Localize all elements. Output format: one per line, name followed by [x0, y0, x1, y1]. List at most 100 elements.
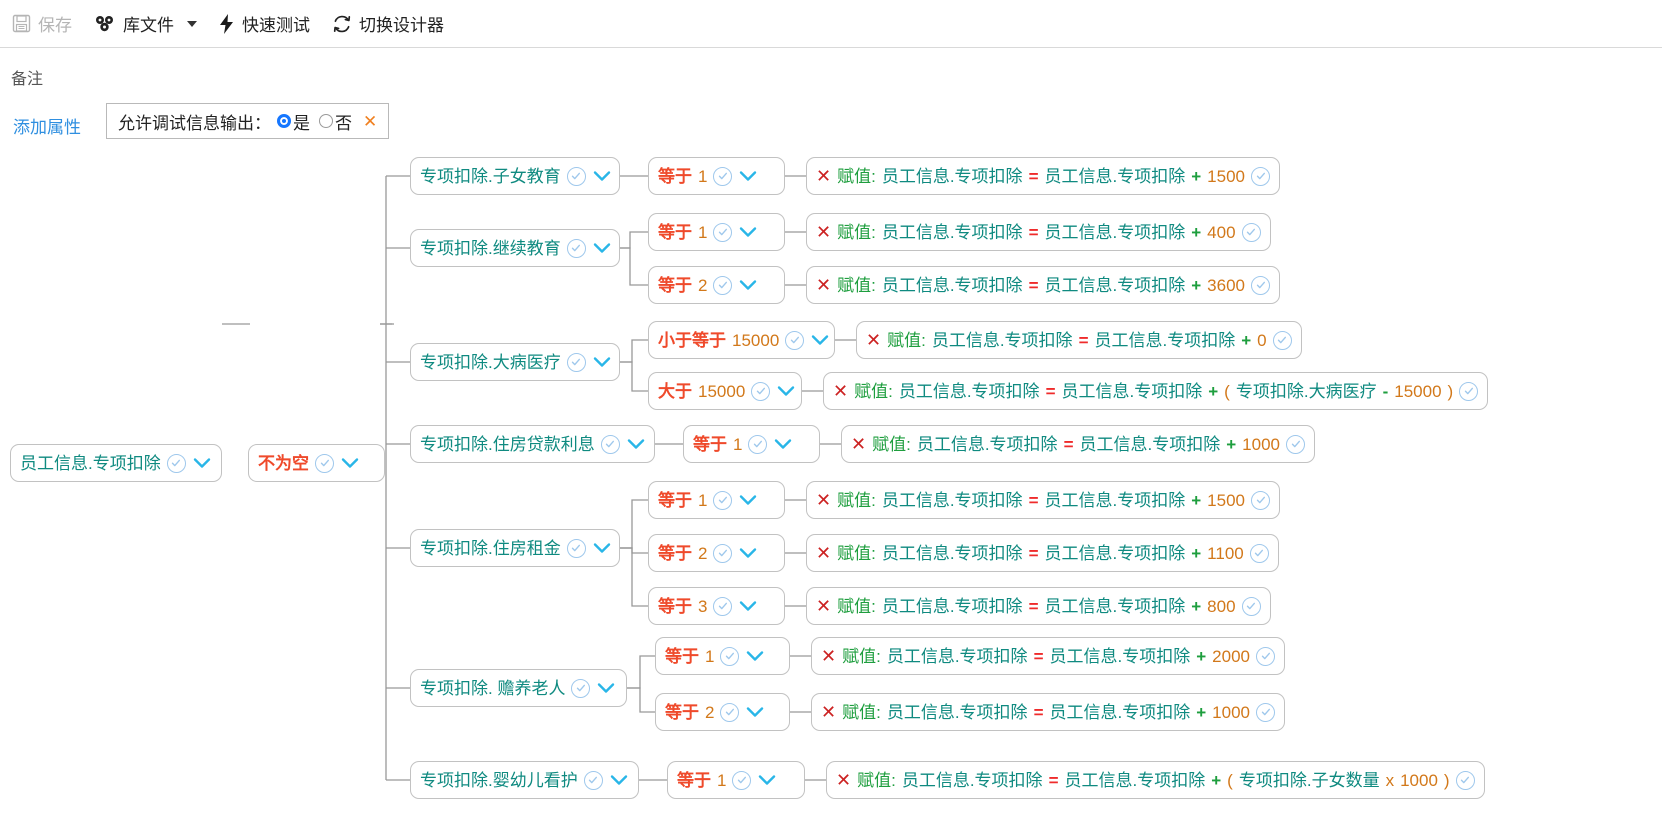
- check-circle-icon[interactable]: [1459, 381, 1479, 401]
- check-circle-icon[interactable]: [1256, 646, 1275, 666]
- chevron-down-icon[interactable]: [776, 381, 796, 401]
- check-circle-icon[interactable]: [1251, 275, 1270, 295]
- tree-node-field-0[interactable]: 专项扣除.子女教育: [410, 157, 620, 195]
- chevron-down-icon[interactable]: [592, 538, 612, 558]
- tree-node-root[interactable]: 员工信息.专项扣除: [10, 444, 222, 482]
- tree-node-action-2-1[interactable]: ✕ 赋值: 员工信息.专项扣除 = 员工信息.专项扣除 + ( 专项扣除.大病医…: [823, 372, 1489, 410]
- tree-node-field-2[interactable]: 专项扣除.大病医疗: [410, 343, 620, 381]
- tree-node-rule-1-0[interactable]: 等于 1: [648, 213, 785, 251]
- remove-property-icon[interactable]: ✕: [363, 111, 378, 131]
- check-circle-icon[interactable]: [1272, 330, 1292, 350]
- check-circle-icon[interactable]: [315, 453, 334, 473]
- check-circle-icon[interactable]: [571, 678, 591, 698]
- check-circle-icon[interactable]: [1256, 702, 1275, 722]
- debug-output-option-yes[interactable]: 是: [277, 109, 310, 134]
- check-circle-icon[interactable]: [566, 538, 586, 558]
- save-button[interactable]: 保存: [12, 11, 72, 36]
- check-circle-icon[interactable]: [748, 434, 768, 454]
- tree-node-rule-6-0[interactable]: 等于 1: [667, 761, 805, 799]
- tree-node-field-1[interactable]: 专项扣除.继续教育: [410, 229, 620, 267]
- chevron-down-icon[interactable]: [745, 646, 765, 666]
- add-property-link[interactable]: 添加属性: [13, 118, 81, 137]
- check-circle-icon[interactable]: [583, 770, 603, 790]
- tree-node-action-0-0[interactable]: ✕ 赋值: 员工信息.专项扣除 = 员工信息.专项扣除 + 1500: [806, 157, 1280, 195]
- library-file-button[interactable]: 库文件: [94, 11, 197, 36]
- chevron-down-icon[interactable]: [592, 352, 612, 372]
- check-circle-icon[interactable]: [713, 222, 733, 242]
- check-circle-icon[interactable]: [166, 453, 186, 473]
- tree-node-field-5[interactable]: 专项扣除. 赡养老人: [410, 669, 627, 707]
- delete-icon[interactable]: ✕: [816, 275, 832, 295]
- tree-node-rule-5-1[interactable]: 等于 2: [655, 693, 790, 731]
- debug-output-option-no[interactable]: 否: [319, 109, 352, 134]
- radio-yes-icon[interactable]: [277, 114, 291, 128]
- tree-node-rule-5-0[interactable]: 等于 1: [655, 637, 790, 675]
- tree-node-action-1-0[interactable]: ✕ 赋值: 员工信息.专项扣除 = 员工信息.专项扣除 + 400: [806, 213, 1271, 251]
- check-circle-icon[interactable]: [713, 543, 733, 563]
- check-circle-icon[interactable]: [1251, 166, 1270, 186]
- chevron-down-icon[interactable]: [738, 543, 758, 563]
- check-circle-icon[interactable]: [720, 646, 740, 666]
- switch-designer-button[interactable]: 切换设计器: [332, 11, 444, 36]
- check-circle-icon[interactable]: [713, 490, 733, 510]
- tree-node-rule-4-0[interactable]: 等于 1: [648, 481, 785, 519]
- chevron-down-icon[interactable]: [738, 596, 758, 616]
- chevron-down-icon[interactable]: [745, 702, 765, 722]
- tree-node-rule-1-1[interactable]: 等于 2: [648, 266, 785, 304]
- tree-node-action-3-0[interactable]: ✕ 赋值: 员工信息.专项扣除 = 员工信息.专项扣除 + 1000: [841, 425, 1315, 463]
- chevron-down-icon[interactable]: [738, 222, 758, 242]
- check-circle-icon[interactable]: [1241, 596, 1261, 616]
- chevron-down-icon[interactable]: [626, 434, 646, 454]
- tree-node-action-5-1[interactable]: ✕ 赋值: 员工信息.专项扣除 = 员工信息.专项扣除 + 1000: [811, 693, 1285, 731]
- check-circle-icon[interactable]: [600, 434, 620, 454]
- tree-node-rule-0-0[interactable]: 等于 1: [648, 157, 785, 195]
- tree-node-action-4-1[interactable]: ✕ 赋值: 员工信息.专项扣除 = 员工信息.专项扣除 + 1100: [806, 534, 1279, 572]
- chevron-down-icon[interactable]: [609, 770, 629, 790]
- chevron-down-icon[interactable]: [592, 238, 612, 258]
- check-circle-icon[interactable]: [732, 770, 752, 790]
- delete-icon[interactable]: ✕: [821, 646, 837, 666]
- delete-icon[interactable]: ✕: [816, 490, 832, 510]
- delete-icon[interactable]: ✕: [866, 330, 882, 350]
- chevron-down-icon[interactable]: [810, 330, 830, 350]
- delete-icon[interactable]: ✕: [833, 381, 849, 401]
- tree-node-action-5-0[interactable]: ✕ 赋值: 员工信息.专项扣除 = 员工信息.专项扣除 + 2000: [811, 637, 1285, 675]
- tree-node-field-3[interactable]: 专项扣除.住房贷款利息: [410, 425, 655, 463]
- check-circle-icon[interactable]: [713, 166, 733, 186]
- tree-node-field-4[interactable]: 专项扣除.住房租金: [410, 529, 620, 567]
- chevron-down-icon[interactable]: [596, 678, 616, 698]
- tree-node-field-6[interactable]: 专项扣除.婴幼儿看护: [410, 761, 639, 799]
- chevron-down-icon[interactable]: [738, 275, 758, 295]
- tree-node-action-4-2[interactable]: ✕ 赋值: 员工信息.专项扣除 = 员工信息.专项扣除 + 800: [806, 587, 1271, 625]
- quick-test-button[interactable]: 快速测试: [219, 11, 310, 36]
- tree-node-rule-4-2[interactable]: 等于 3: [648, 587, 785, 625]
- tree-node-action-4-0[interactable]: ✕ 赋值: 员工信息.专项扣除 = 员工信息.专项扣除 + 1500: [806, 481, 1280, 519]
- tree-node-rule-3-0[interactable]: 等于 1: [683, 425, 820, 463]
- check-circle-icon[interactable]: [713, 275, 733, 295]
- check-circle-icon[interactable]: [713, 596, 733, 616]
- check-circle-icon[interactable]: [1455, 770, 1475, 790]
- check-circle-icon[interactable]: [566, 166, 586, 186]
- chevron-down-icon[interactable]: [757, 770, 777, 790]
- check-circle-icon[interactable]: [566, 238, 586, 258]
- check-circle-icon[interactable]: [785, 330, 805, 350]
- tree-node-action-2-0[interactable]: ✕ 赋值: 员工信息.专项扣除 = 员工信息.专项扣除 + 0: [856, 321, 1302, 359]
- radio-no-icon[interactable]: [319, 114, 333, 128]
- check-circle-icon[interactable]: [1241, 222, 1261, 242]
- chevron-down-icon[interactable]: [187, 20, 197, 27]
- delete-icon[interactable]: ✕: [816, 166, 832, 186]
- check-circle-icon[interactable]: [566, 352, 586, 372]
- tree-node-condition[interactable]: 不为空: [248, 444, 385, 482]
- chevron-down-icon[interactable]: [738, 490, 758, 510]
- delete-icon[interactable]: ✕: [816, 543, 832, 563]
- delete-icon[interactable]: ✕: [816, 596, 832, 616]
- chevron-down-icon[interactable]: [192, 453, 212, 473]
- tree-node-action-6-0[interactable]: ✕ 赋值: 员工信息.专项扣除 = 员工信息.专项扣除 + ( 专项扣除.子女数…: [826, 761, 1485, 799]
- chevron-down-icon[interactable]: [592, 166, 612, 186]
- tree-node-rule-2-1[interactable]: 大于 15000: [648, 372, 802, 410]
- delete-icon[interactable]: ✕: [821, 702, 837, 722]
- delete-icon[interactable]: ✕: [851, 434, 867, 454]
- check-circle-icon[interactable]: [720, 702, 740, 722]
- tree-node-rule-2-0[interactable]: 小于等于 15000: [648, 321, 835, 359]
- check-circle-icon[interactable]: [1286, 434, 1305, 454]
